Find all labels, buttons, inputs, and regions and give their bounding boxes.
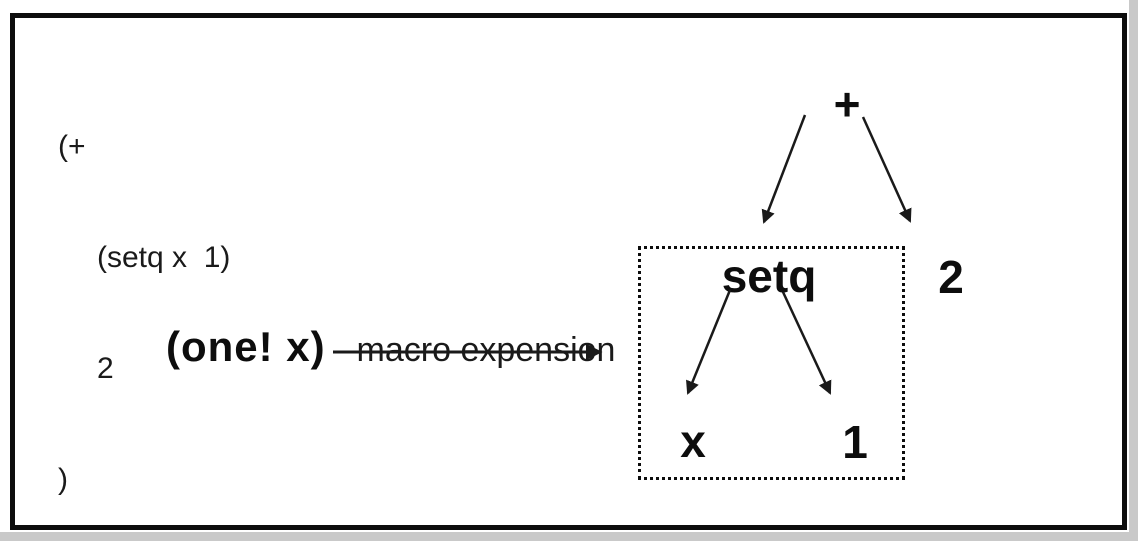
macro-expansion-label: macro expension <box>356 331 616 369</box>
code-line-two: 2 <box>97 352 114 385</box>
expansion-dotted-box <box>638 246 905 480</box>
tree-node-1: 1 <box>842 416 868 468</box>
tree-node-setq: setq <box>721 250 817 302</box>
source-code-block: (+ (setq x 1) 2 ) <box>58 54 230 541</box>
macro-call-label: (one! x) <box>166 323 326 370</box>
code-line-open: (+ <box>58 130 86 163</box>
tree-node-2: 2 <box>938 251 964 303</box>
code-line-close: ) <box>58 463 68 496</box>
code-line-setq: (setq x 1) <box>97 241 231 274</box>
outer-frame: (+ (setq x 1) 2 ) (one! x) macro expensi… <box>10 13 1127 530</box>
figure-card: (+ (setq x 1) 2 ) (one! x) macro expensi… <box>0 0 1129 532</box>
tree-node-x: x <box>680 415 706 467</box>
tree-node-plus: + <box>833 78 861 130</box>
